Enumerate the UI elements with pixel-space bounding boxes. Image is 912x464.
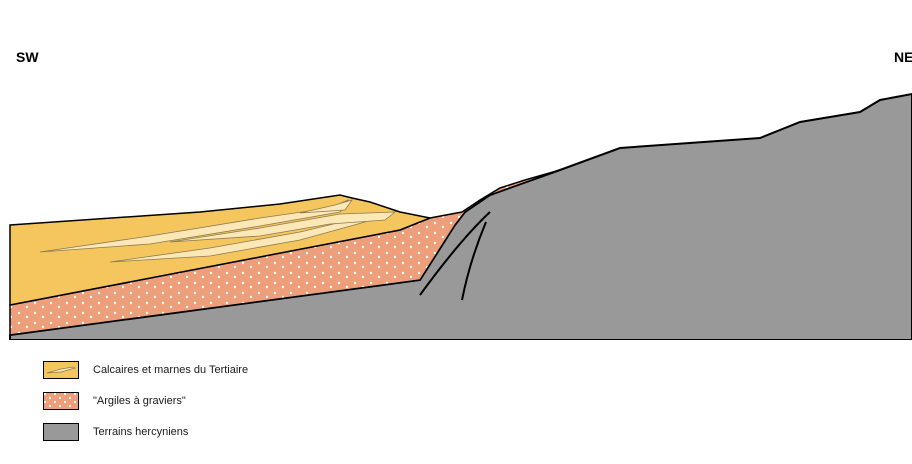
orientation-sw-label: SW bbox=[16, 49, 39, 65]
legend-label-hercynian: Terrains hercyniens bbox=[93, 426, 188, 438]
legend-label-tertiary: Calcaires et marnes du Tertiaire bbox=[93, 364, 248, 376]
cross-section bbox=[0, 0, 912, 340]
legend-label-clay-gravel: "Argiles à graviers" bbox=[93, 395, 186, 407]
legend-swatch-clay-gravel bbox=[43, 392, 79, 410]
legend-swatch-tertiary bbox=[43, 361, 79, 379]
legend-swatch-hercynian bbox=[43, 423, 79, 441]
cross-section-svg bbox=[0, 0, 912, 340]
orientation-ne-label: NE bbox=[894, 49, 912, 65]
